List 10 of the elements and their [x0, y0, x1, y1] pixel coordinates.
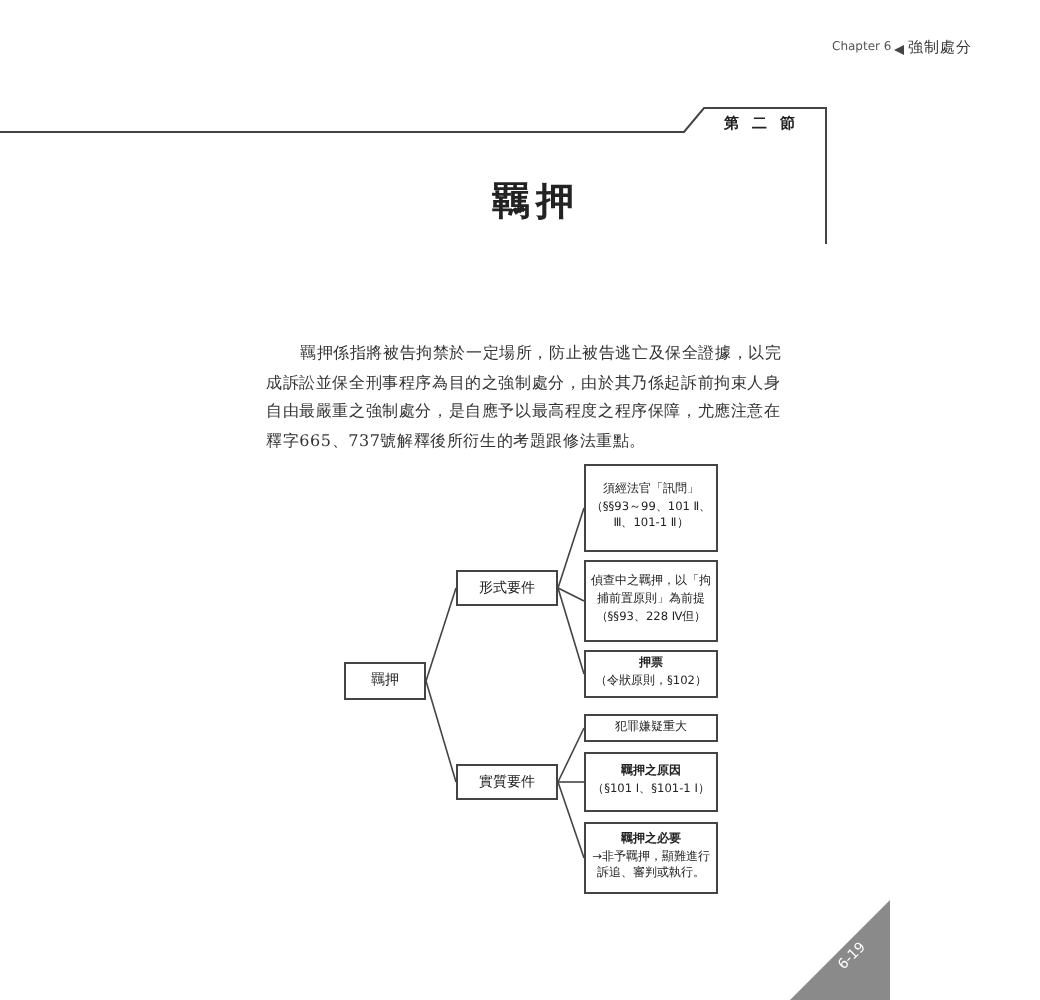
- connector-line: [557, 727, 585, 783]
- connector-line: [557, 587, 585, 602]
- paragraph: 羈押係指將被告拘禁於一定場所，防止被告逃亡及保全證據，以完成訴訟並保全刑事程序為目的之強制處分，由於其乃係起訴前拘束人身自由最嚴重之強制處分，是自應予以最高程度之程序保障，尤應注意在釋字665、737號解釋後所衍生的考題跟修法重點。: [266, 342, 784, 453]
- connector-line: [557, 587, 585, 675]
- title: 羈押: [492, 178, 580, 228]
- connector-line: [425, 587, 457, 682]
- connector-line: [425, 680, 457, 783]
- connector-line: [557, 781, 585, 859]
- connector-line: [557, 781, 585, 783]
- connector-line: [557, 507, 585, 589]
